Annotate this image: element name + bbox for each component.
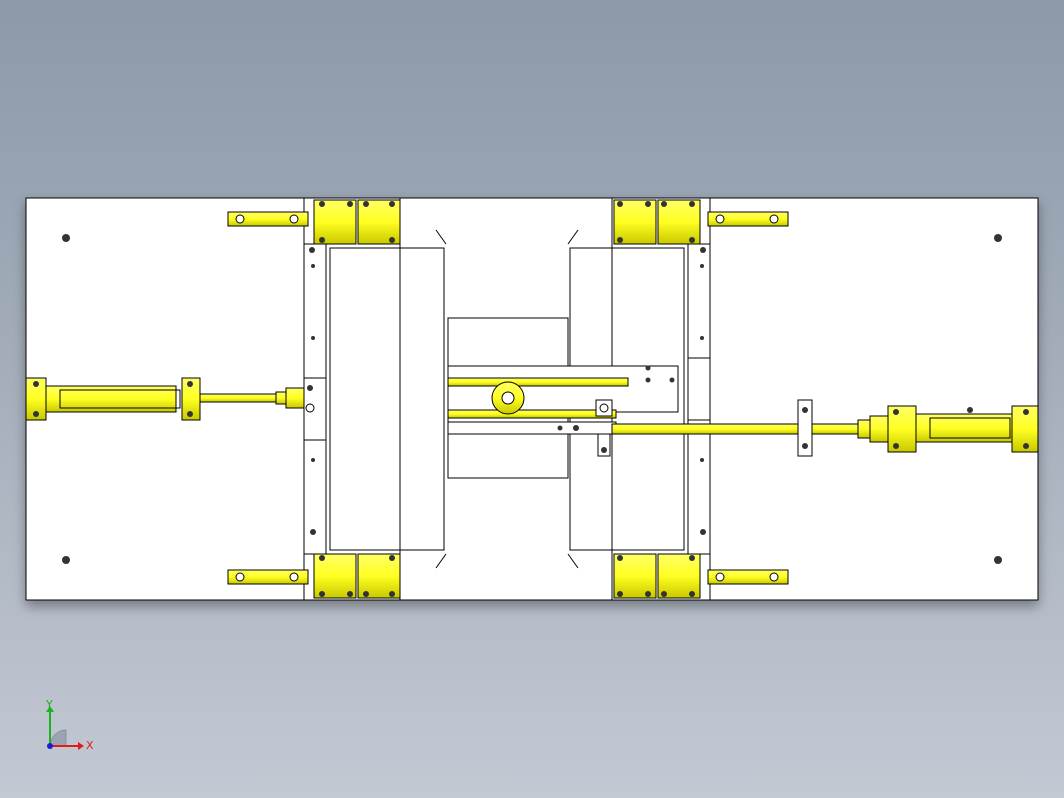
right-cylinder-assembly[interactable] xyxy=(611,399,1039,457)
center-belt-assembly[interactable] xyxy=(447,317,679,479)
right-frame-holes xyxy=(700,247,706,535)
x-axis-label: X xyxy=(86,739,94,752)
bearing-blocks-bottom-left[interactable] xyxy=(313,553,401,599)
z-axis-dot xyxy=(47,743,53,749)
rail-top-left[interactable] xyxy=(227,211,309,227)
coordinate-triad: X Y xyxy=(40,698,100,760)
corner-holes xyxy=(62,234,1002,564)
triad-plane xyxy=(49,729,67,747)
left-frame-holes xyxy=(309,247,316,535)
y-axis-label: Y xyxy=(45,700,53,711)
x-axis-arrowhead xyxy=(78,742,84,750)
y-axis-arrowhead xyxy=(46,706,54,712)
rail-top-right[interactable] xyxy=(707,211,789,227)
bearing-blocks-bottom-right[interactable] xyxy=(613,553,701,599)
left-cylinder-assembly[interactable] xyxy=(25,377,315,421)
bearing-blocks-top-right[interactable] xyxy=(613,199,701,245)
bearing-blocks-top-left[interactable] xyxy=(313,199,401,245)
rail-bottom-right[interactable] xyxy=(707,569,789,585)
rail-bottom-left[interactable] xyxy=(227,569,309,585)
